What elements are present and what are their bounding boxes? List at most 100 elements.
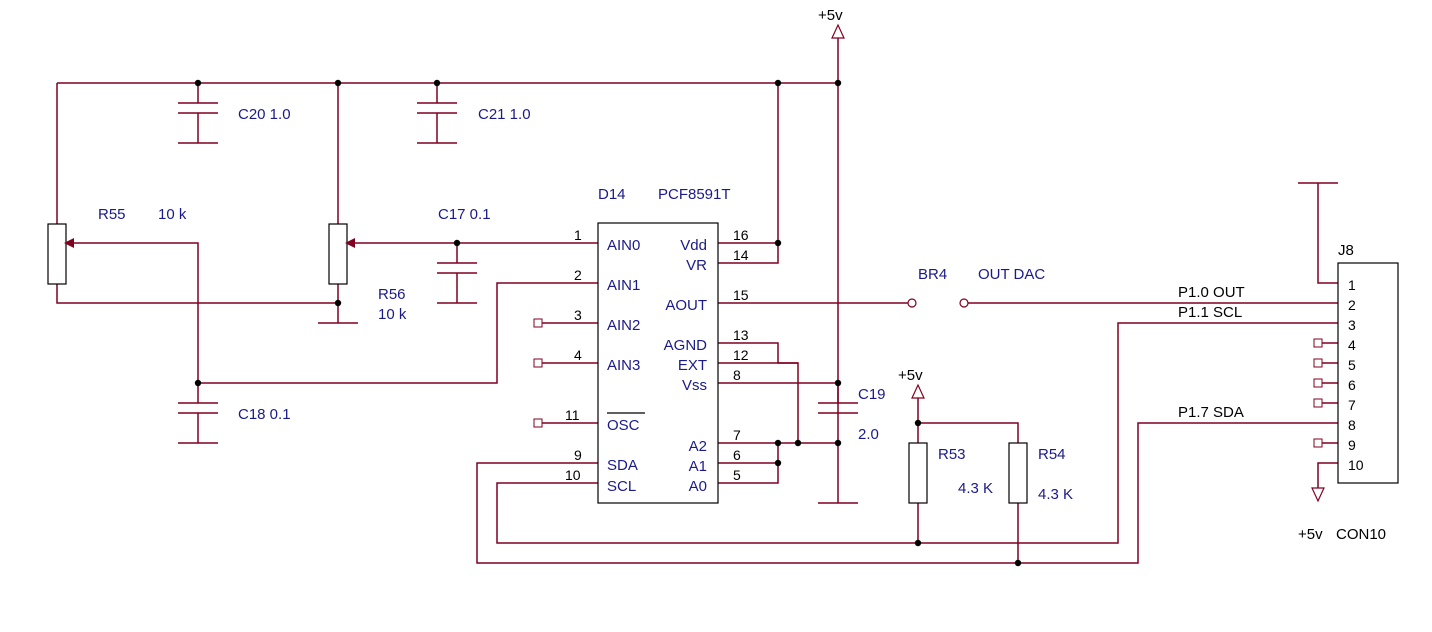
vcc-top-label: +5v	[818, 7, 843, 24]
r55-body	[47, 223, 67, 285]
scl-wire	[496, 322, 1338, 544]
sda-wire	[476, 422, 1338, 564]
r54-body	[1008, 442, 1028, 504]
pin-number: 1	[574, 227, 582, 243]
nc-pins	[533, 318, 1323, 448]
r56-value: 10 k	[378, 306, 407, 323]
r55-bottom-wire	[56, 284, 338, 304]
r56-label: R56	[378, 286, 406, 303]
junction-dot	[834, 439, 842, 447]
pin-number: 2	[574, 267, 582, 283]
pin-name: AIN0	[607, 237, 640, 254]
junction-dot	[834, 379, 842, 387]
pin-number: 8	[733, 367, 741, 383]
c18-plates	[178, 402, 218, 414]
connector-pin-number: 1	[1348, 277, 1356, 293]
pin-number: 6	[733, 447, 741, 463]
nc-pin-osc	[533, 418, 543, 428]
c17-plates	[437, 262, 477, 274]
pin-number: 14	[733, 247, 749, 263]
pin-name: A2	[689, 438, 707, 455]
p11-label: P1.1 SCL	[1178, 304, 1242, 321]
nc-pin-j8-5	[1313, 358, 1323, 368]
connector-pins: 1 2 3 4 5 6 7 8 9 10	[1348, 277, 1364, 473]
r53-body	[908, 442, 928, 504]
pin-number: 11	[565, 407, 580, 423]
component-labels: +5v +5v +5v D14 PCF8591T C20 1.0 C21 1.0…	[98, 7, 1386, 543]
connector-pin-number: 6	[1348, 377, 1356, 393]
r53-value: 4.3 K	[958, 480, 993, 497]
connector-body	[1337, 262, 1399, 484]
nc-pin-j8-9	[1313, 438, 1323, 448]
junction-dot	[914, 419, 922, 427]
pin-number: 3	[574, 307, 582, 323]
chip-part-label: PCF8591T	[658, 186, 731, 203]
pin-name: Vss	[682, 377, 707, 394]
vcc-bottom-arrow	[1311, 487, 1325, 503]
nc-pin-ain2	[533, 318, 543, 328]
vcc-mid-label: +5v	[898, 367, 923, 384]
connector-pin-number: 3	[1348, 317, 1356, 333]
junction-dot	[834, 79, 842, 87]
c20-plates	[178, 102, 218, 114]
pin-name: AOUT	[665, 297, 707, 314]
junction-dot	[774, 459, 782, 467]
pin-name: Vdd	[680, 237, 707, 254]
agnd-wire	[718, 342, 799, 443]
pin-number: 16	[733, 227, 749, 243]
pin-number: 10	[565, 467, 581, 483]
junction-dot	[433, 79, 441, 87]
pin-name: EXT	[678, 357, 707, 374]
c19-label: C19	[858, 386, 886, 403]
j8-pin1-wire	[1317, 183, 1338, 284]
pin-number: 5	[733, 467, 741, 483]
connector-pin-number: 5	[1348, 357, 1356, 373]
junction-dot	[334, 79, 342, 87]
wires	[56, 38, 1338, 564]
chip-ref-label: D14	[598, 186, 626, 203]
pin-number: 13	[733, 327, 749, 343]
vcc-mid-arrow	[911, 383, 925, 399]
br4-label: BR4	[918, 266, 947, 283]
pin-name: AIN3	[607, 357, 640, 374]
ain1-wire	[198, 282, 598, 384]
junction-dot	[194, 79, 202, 87]
r56-wiper-arrow	[345, 238, 355, 248]
junction-dot	[794, 439, 802, 447]
junction-dot	[774, 239, 782, 247]
junction-dot	[334, 299, 342, 307]
c21-label: C21 1.0	[478, 106, 531, 123]
junction-dot	[453, 239, 461, 247]
connector-pin-number: 2	[1348, 297, 1356, 313]
pin-name: A1	[689, 458, 707, 475]
vdd-wire	[718, 83, 779, 244]
r55-label: R55	[98, 206, 126, 223]
j8-label: J8	[1338, 242, 1354, 259]
pin-number: 7	[733, 427, 741, 443]
c19-plates	[818, 402, 858, 414]
pin-number: 15	[733, 287, 749, 303]
p10-label: P1.0 OUT	[1178, 284, 1245, 301]
chip-left-pins: 1 AIN0 2 AIN1 3 AIN2 4 AIN3 11 OSC 9 SDA…	[565, 227, 645, 495]
con10-label: CON10	[1336, 526, 1386, 543]
vcc-top-arrow	[831, 23, 845, 39]
c17-label: C17 0.1	[438, 206, 491, 223]
j8-pin10-wire	[1317, 462, 1338, 488]
junction-dot	[1014, 559, 1022, 567]
nc-pin-ain3	[533, 358, 543, 368]
junction-dots	[194, 79, 1022, 567]
r53-label: R53	[938, 446, 966, 463]
pin-name: A0	[689, 478, 707, 495]
pin-name: AGND	[664, 337, 708, 354]
capacitor-plates	[178, 102, 858, 414]
c18-label: C18 0.1	[238, 406, 291, 423]
c20-label: C20 1.0	[238, 106, 291, 123]
junction-dot	[774, 439, 782, 447]
r55-value: 10 k	[158, 206, 187, 223]
connector-pin-number: 9	[1348, 437, 1356, 453]
pullup-top-wire	[917, 398, 1019, 443]
c19-value: 2.0	[858, 426, 879, 443]
c21-plates	[417, 102, 457, 114]
out-dac-label: OUT DAC	[978, 266, 1045, 283]
pin-number: 4	[574, 347, 582, 363]
